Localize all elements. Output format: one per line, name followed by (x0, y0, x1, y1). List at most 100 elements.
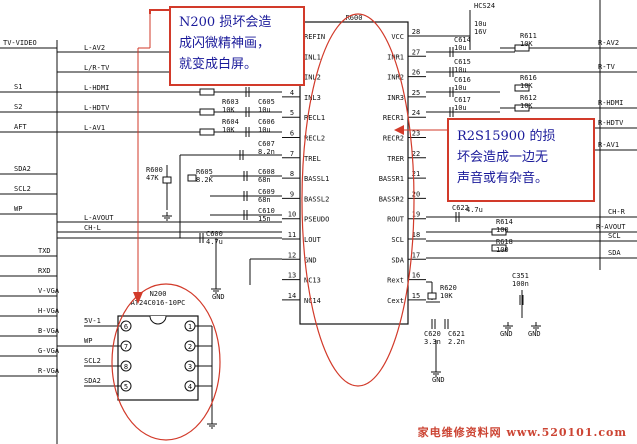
pin-number: 14 (288, 292, 296, 300)
pin-number: 9 (290, 190, 294, 198)
right-signal-label: SDA (608, 249, 621, 257)
component-label: 10u (258, 126, 271, 134)
pin-number: 28 (412, 28, 420, 36)
pin-name: SCL (391, 236, 404, 244)
component-label: 10K (520, 102, 533, 110)
pin-number: 22 (412, 150, 420, 158)
pin-number: 19 (412, 211, 420, 219)
component-label: R620 (440, 284, 457, 292)
component-label: 100 (496, 246, 509, 254)
component-label: 10K (222, 106, 235, 114)
pin-number: 12 (288, 251, 296, 259)
pin-name: NC14 (304, 297, 321, 305)
component-label: 4.7u (206, 238, 223, 246)
component-label: 10u (454, 104, 467, 112)
arrow-head-icon (133, 292, 143, 304)
resistor-r616 (514, 84, 530, 92)
component-label: 68n (258, 196, 271, 204)
pin-name: Rext (387, 277, 404, 285)
pin-number: 6 (290, 130, 294, 138)
callout-r2s15900-line: R2S15900 的损 (457, 129, 556, 144)
right-signal-label: SCL (608, 232, 621, 240)
pin-name: VCC (391, 33, 404, 41)
component-label: R618 (496, 238, 513, 246)
left-signal-label: RXD (38, 267, 51, 275)
pin-name: BASSL1 (304, 175, 329, 183)
right-signal-label: R-TV (598, 63, 616, 71)
right-signal-label: R-AV1 (598, 141, 619, 149)
component-label: C610 (258, 207, 275, 215)
eeprom-part: AT24C016-10PC (131, 299, 186, 307)
component-label: C617 (454, 96, 471, 104)
left-signal-label: B-VGA (38, 327, 60, 335)
resistor-r605 (187, 174, 197, 182)
component-label: C607 (258, 140, 275, 148)
component-label: R600 (146, 166, 163, 174)
main-chip-label: R600 (346, 14, 363, 22)
pin-number: 20 (412, 190, 420, 198)
eeprom-pin-number: 6 (124, 323, 128, 331)
left-signal-label: SDA2 (14, 165, 31, 173)
component-label: R604 (222, 118, 239, 126)
component-label: 47K (146, 174, 159, 182)
eeprom-pin-number: 5 (124, 383, 128, 391)
pin-name: BASSR1 (379, 175, 404, 183)
right-signal-label: R-HDTV (598, 119, 624, 127)
pin-name: RECR2 (383, 135, 404, 143)
component-label: C616 (454, 76, 471, 84)
eeprom-signal-label: 5V-1 (84, 317, 101, 325)
eeprom-signal-label: SDA2 (84, 377, 101, 385)
pin-name: INR3 (387, 94, 404, 102)
component-label: 10u (454, 66, 467, 74)
component-label: HCS24 (474, 2, 495, 10)
component-label: C622 (452, 204, 469, 212)
pin-number: 13 (288, 272, 296, 280)
component-label: C614 (454, 36, 471, 44)
resistor-r603 (199, 108, 215, 116)
eeprom-pin-number: 8 (124, 363, 128, 371)
callout-r2s15900: R2S15900 的损 坏会造成一边无 声音或有杂音。 (447, 118, 595, 202)
left-signal-label: AFT (14, 123, 27, 131)
left-signal-label: TXD (38, 247, 51, 255)
arrow-head-icon (394, 125, 404, 135)
component-label: C620 (424, 330, 441, 338)
component-label: C621 (448, 330, 465, 338)
pin-name: BASSR2 (379, 195, 404, 203)
right-signal-label: CH-R (608, 208, 626, 216)
resistor-r612 (514, 104, 530, 112)
component-label: C615 (454, 58, 471, 66)
eeprom-pin-number: 3 (188, 363, 192, 371)
pin-number: 27 (412, 48, 420, 56)
pin-name: GND (304, 256, 317, 264)
component-label: C605 (258, 98, 275, 106)
component-label: 8.2K (196, 176, 214, 184)
component-label: R605 (196, 168, 213, 176)
callout-r2s15900-line: 坏会造成一边无 (457, 150, 549, 165)
pin-number: 11 (288, 231, 296, 239)
left-net-label: L-AV1 (84, 124, 105, 132)
component-label: 2.2n (448, 338, 465, 346)
pin-name: PSEUDO (304, 216, 329, 224)
eeprom-pin-number: 2 (188, 343, 192, 351)
right-signal-label: R-AV2 (598, 39, 619, 47)
left-net-label: L-AVOUT (84, 214, 114, 222)
component-label: 100n (512, 280, 529, 288)
gnd-label: GND (500, 330, 513, 338)
eeprom-pin-number: 1 (188, 323, 192, 331)
left-signal-label: TV-VIDEO (3, 39, 37, 47)
left-net-label: L/R-TV (84, 64, 110, 72)
pin-name: RECR1 (383, 114, 404, 122)
pin-name: INR1 (387, 53, 404, 61)
pin-name: RECL1 (304, 114, 325, 122)
pin-name: INR2 (387, 74, 404, 82)
eeprom-ref: N200 (150, 290, 167, 298)
callout-n200: N200 损坏会造 成闪微精神画， 就变成白屏。 (169, 6, 305, 86)
component-label: C608 (258, 168, 275, 176)
resistor-r614 (491, 228, 507, 236)
component-label: R611 (520, 32, 537, 40)
pin-number: 4 (290, 89, 294, 97)
left-signal-label: G-VGA (38, 347, 60, 355)
highlight-ellipse-main-chip (301, 13, 415, 387)
